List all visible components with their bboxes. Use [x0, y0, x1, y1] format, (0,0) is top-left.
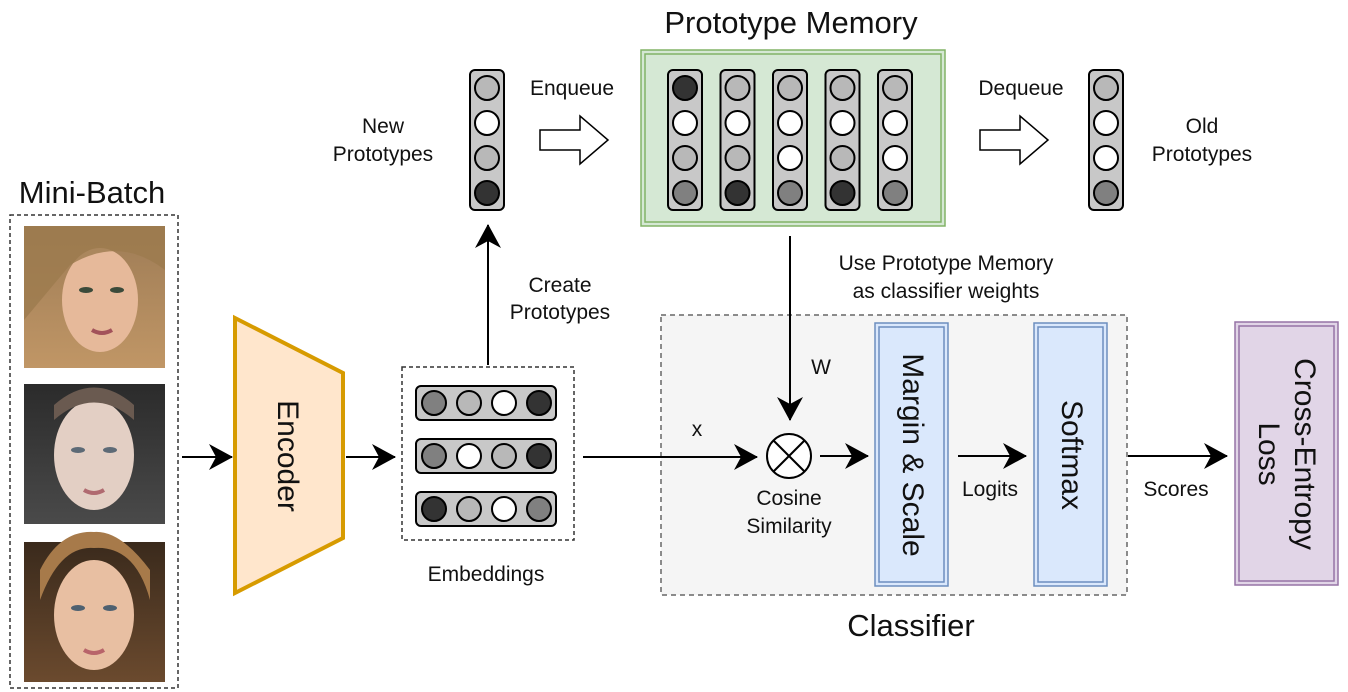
memory-vector-4-cell-4	[829, 180, 856, 206]
memory-vector-4-cell-1	[829, 75, 856, 101]
old-prototype-vector-cell-3	[1093, 145, 1119, 171]
cosine-operator-icon	[766, 433, 812, 479]
classifier-title: Classifier	[847, 608, 974, 643]
margin-scale-label: Margin & Scale	[896, 353, 929, 556]
memory-vector-2-cell-1	[724, 75, 751, 101]
memory-vector-5-cell-1	[882, 75, 908, 101]
memory-columns	[667, 69, 913, 211]
memory-vector-3-cell-4	[777, 180, 803, 206]
margin-scale-inner-border	[878, 326, 945, 583]
softmax-label: Softmax	[1055, 400, 1088, 510]
memory-vector-4	[824, 69, 861, 211]
loss-inner-border	[1238, 325, 1335, 582]
memory-vector-2-cell-2	[724, 110, 751, 136]
memory-vector-3	[772, 69, 808, 211]
enqueue-arrow-icon	[539, 114, 610, 166]
prototype-memory-title: Prototype Memory	[664, 5, 918, 40]
memory-usage-line2: as classifier weights	[853, 280, 1040, 303]
memory-vector-1-cell-2	[672, 110, 698, 136]
old-prototype-vector-cell-1	[1093, 75, 1119, 101]
encoder-block	[233, 314, 345, 597]
memory-vector-1-cell-1	[672, 75, 698, 101]
old-prototype-vector	[1088, 69, 1124, 211]
loss-label-group: Cross-Entropy Loss	[1252, 358, 1321, 550]
embedding-vector-2-cell-1	[421, 443, 447, 469]
memory-usage-line1: Use Prototype Memory	[839, 252, 1054, 275]
new-prototypes-column	[469, 69, 505, 211]
embedding-vector-3-cell-2	[456, 496, 482, 522]
new-prototypes-line1: New	[362, 115, 405, 138]
embedding-vector-3-cell-4	[526, 496, 552, 522]
new-prototype-vector-cell-1	[474, 75, 500, 101]
old-prototype-vector-cell-4	[1093, 180, 1119, 206]
memory-vector-3-cell-1	[777, 75, 803, 101]
new-prototypes-line2: Prototypes	[333, 143, 433, 166]
face-image-2	[24, 384, 165, 524]
embedding-vector-3	[415, 491, 557, 527]
embedding-vector-2-cell-2	[456, 443, 482, 469]
memory-vector-1-cell-4	[672, 180, 698, 206]
create-prototypes-line2: Prototypes	[510, 301, 610, 324]
dequeue-label: Dequeue	[978, 77, 1063, 100]
create-prototypes-line1: Create	[528, 274, 591, 297]
embeddings-rows	[415, 385, 557, 527]
enqueue-label: Enqueue	[530, 77, 614, 100]
memory-vector-3-cell-2	[777, 110, 803, 136]
memory-vector-4-cell-3	[829, 145, 856, 171]
embedding-vector-1-cell-3	[491, 390, 517, 416]
embedding-vector-1	[415, 385, 557, 421]
embedding-vector-2-cell-3	[491, 443, 517, 469]
prototype-memory-inner-border	[644, 53, 942, 223]
loss-line1: Cross-Entropy	[1288, 358, 1321, 550]
margin-scale-block	[874, 322, 949, 587]
embedding-vector-2-cell-4	[526, 443, 552, 469]
new-prototype-vector-cell-4	[474, 180, 500, 206]
x-label: x	[692, 418, 703, 441]
old-prototypes-line2: Prototypes	[1152, 143, 1252, 166]
old-prototypes-line1: Old	[1186, 115, 1219, 138]
old-prototypes-column	[1088, 69, 1124, 211]
loss-line2: Loss	[1252, 422, 1285, 485]
cosine-line2: Similarity	[746, 515, 832, 538]
memory-vector-5-cell-3	[882, 145, 908, 171]
memory-vector-5-cell-2	[882, 110, 908, 136]
embedding-vector-3-cell-3	[491, 496, 517, 522]
memory-vector-1	[667, 69, 703, 211]
embeddings-frame	[401, 366, 575, 541]
w-label: W	[811, 356, 831, 379]
mini-batch-frame	[9, 214, 179, 689]
memory-vector-4-cell-2	[829, 110, 856, 136]
old-prototype-vector-cell-2	[1093, 110, 1119, 136]
embeddings-label: Embeddings	[428, 563, 545, 586]
new-prototype-vector-cell-3	[474, 145, 500, 171]
memory-vector-1-cell-3	[672, 145, 698, 171]
memory-vector-2-cell-4	[724, 180, 751, 206]
embedding-vector-1-cell-2	[456, 390, 482, 416]
softmax-inner-border	[1037, 326, 1104, 583]
embedding-vector-3-cell-1	[421, 496, 447, 522]
logits-label: Logits	[962, 478, 1018, 501]
face-image-3	[24, 531, 165, 682]
scores-label: Scores	[1143, 478, 1208, 501]
embedding-vector-1-cell-4	[526, 390, 552, 416]
memory-vector-2	[719, 69, 756, 211]
memory-vector-2-cell-3	[724, 145, 751, 171]
face-image-1	[24, 226, 165, 368]
encoder-label: Encoder	[271, 400, 304, 512]
memory-vector-5-cell-4	[882, 180, 908, 206]
embedding-vector-1-cell-1	[421, 390, 447, 416]
mini-batch-title: Mini-Batch	[19, 175, 165, 210]
softmax-block	[1033, 322, 1108, 587]
embedding-vector-2	[415, 438, 557, 474]
loss-block	[1234, 321, 1339, 586]
new-prototype-vector	[469, 69, 505, 211]
cosine-line1: Cosine	[756, 487, 821, 510]
memory-vector-3-cell-3	[777, 145, 803, 171]
new-prototype-vector-cell-2	[474, 110, 500, 136]
memory-vector-5	[877, 69, 913, 211]
dequeue-arrow-icon	[979, 114, 1050, 166]
